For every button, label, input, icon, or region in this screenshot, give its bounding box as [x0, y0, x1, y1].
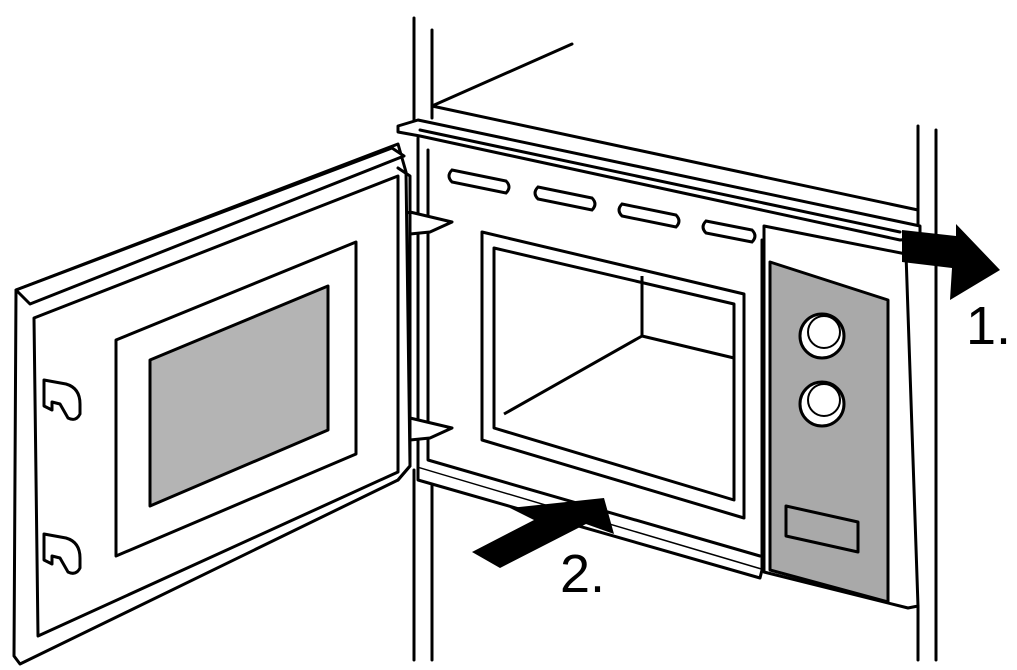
- control-panel: [762, 224, 920, 610]
- door-latches: [42, 378, 82, 575]
- display-window: [784, 504, 860, 554]
- vent-slot: [533, 185, 597, 212]
- vent-slot: [447, 168, 511, 195]
- upper-latch: [42, 378, 82, 421]
- door-window: [148, 284, 330, 508]
- lower-latch: [42, 532, 82, 575]
- arrow-up-right-icon: [472, 498, 614, 568]
- step-2-label: 2.: [560, 544, 605, 604]
- step-2-arrow: [472, 498, 614, 568]
- arrow-right-icon: [902, 224, 1000, 300]
- control-knob-icon[interactable]: [798, 380, 846, 428]
- step-1-label: 1.: [966, 296, 1011, 356]
- control-knob-icon[interactable]: [798, 312, 846, 360]
- oven-cavity: [480, 230, 746, 520]
- microwave-door: [12, 142, 412, 666]
- vent-slot: [617, 202, 681, 229]
- vent-slots: [447, 168, 757, 244]
- control-panel-face: [768, 260, 890, 604]
- step-1-arrow: [902, 224, 1000, 300]
- vent-slot: [701, 219, 757, 244]
- cabinet-outline: [412, 16, 938, 662]
